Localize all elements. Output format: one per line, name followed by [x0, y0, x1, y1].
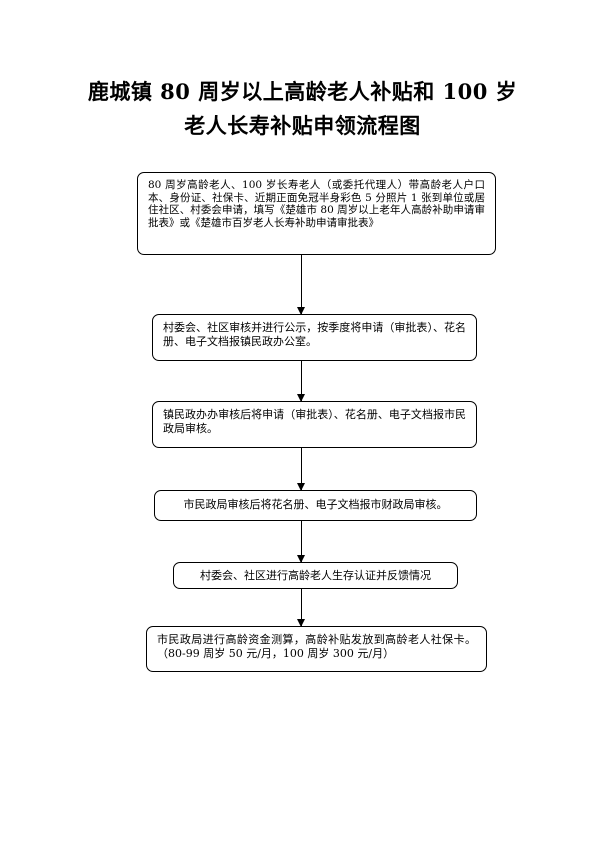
flow-step-village-review: 村委会、社区审核并进行公示，按季度将申请（审批表）、花名册、电子文档报镇民政办公… — [152, 314, 477, 361]
flow-arrow-down — [297, 448, 305, 491]
flow-arrow-down — [297, 255, 305, 315]
flow-step-town-review: 镇民政办办审核后将申请（审批表）、花名册、电子文档报市民政局审核。 — [152, 401, 477, 448]
flow-arrow-down — [297, 589, 305, 627]
flow-arrow-down — [297, 361, 305, 402]
flow-step-subsidy-payment: 市民政局进行高龄资金测算，高龄补贴发放到高龄老人社保卡。（80-99 周岁 50… — [146, 626, 487, 672]
flow-step-survival-verification: 村委会、社区进行高龄老人生存认证并反馈情况 — [173, 562, 458, 589]
flow-arrow-down — [297, 521, 305, 563]
diagram-title-line-1: 鹿城镇 80 周岁以上高龄老人补贴和 100 岁 — [87, 79, 518, 104]
flow-step-city-civil-affairs-review: 市民政局审核后将花名册、电子文档报市财政局审核。 — [154, 490, 477, 521]
flow-step-application: 80 周岁高龄老人、100 岁长寿老人（或委托代理人）带高龄老人户口本、身份证、… — [137, 172, 496, 255]
diagram-title-line-2: 老人长寿补贴申领流程图 — [184, 113, 421, 138]
